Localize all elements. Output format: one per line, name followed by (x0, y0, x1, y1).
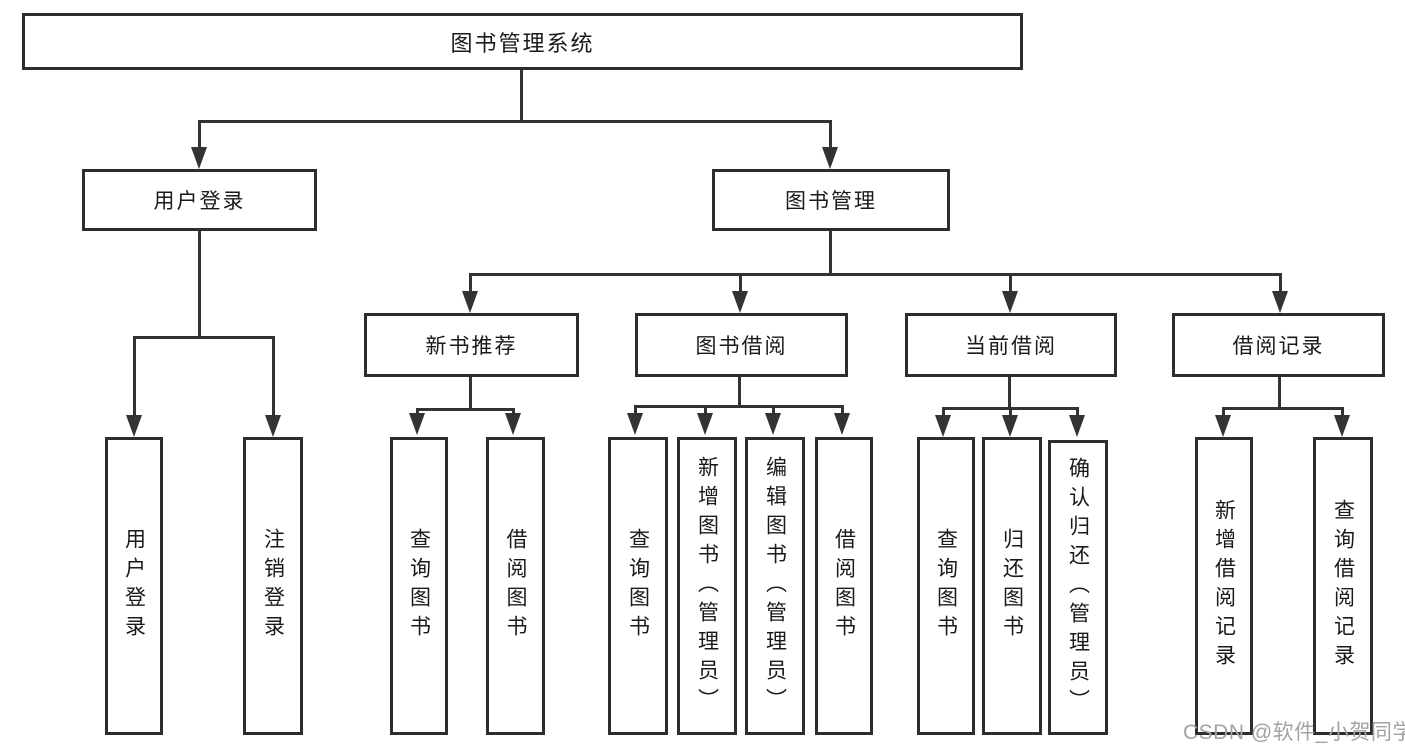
leaf-records-query-record: 查询借阅记录 (1313, 437, 1373, 735)
leaf-recommend-borrow-book: 借阅图书 (486, 437, 545, 735)
arrow-down-icon (409, 408, 425, 435)
node-user-login-branch: 用户登录 (82, 169, 317, 231)
node-root-system: 图书管理系统 (22, 13, 1023, 70)
arrow-down-icon (1069, 407, 1085, 437)
connector-line (829, 231, 832, 273)
connector-line (1222, 407, 1343, 410)
arrow-down-icon (1215, 407, 1231, 437)
leaf-user-logout: 注销登录 (243, 437, 303, 735)
connector-line (416, 408, 514, 411)
arrow-down-icon (1334, 407, 1350, 437)
arrow-down-icon (732, 273, 748, 313)
arrow-down-icon (765, 405, 781, 435)
connector-line (198, 231, 201, 336)
connector-line (634, 405, 843, 408)
node-borrow-records: 借阅记录 (1172, 313, 1385, 377)
arrow-down-icon (265, 336, 281, 437)
arrow-down-icon (462, 273, 478, 313)
leaf-borrow-edit-book-admin: 编辑图书（管理员） (745, 437, 805, 735)
connector-line (198, 120, 831, 123)
leaf-borrow-query-book: 查询图书 (608, 437, 668, 735)
arrow-down-icon (505, 408, 521, 435)
arrow-down-icon (935, 407, 951, 437)
arrow-down-icon (1002, 407, 1018, 437)
arrow-down-icon (126, 336, 142, 437)
leaf-records-add-record: 新增借阅记录 (1195, 437, 1253, 735)
arrow-down-icon (627, 405, 643, 435)
leaf-borrow-add-book-admin: 新增图书（管理员） (677, 437, 737, 735)
leaf-current-return-book: 归还图书 (982, 437, 1042, 735)
connector-line (520, 70, 523, 120)
connector-line (1008, 377, 1011, 407)
arrow-down-icon (1002, 273, 1018, 313)
arrow-down-icon (834, 405, 850, 435)
node-book-borrow: 图书借阅 (635, 313, 848, 377)
arrow-down-icon (1272, 273, 1288, 313)
arrow-down-icon (822, 120, 838, 169)
leaf-current-confirm-return-admin: 确认归还（管理员） (1048, 440, 1108, 735)
leaf-borrow-borrow-book: 借阅图书 (815, 437, 873, 735)
leaf-user-login: 用户登录 (105, 437, 163, 735)
connector-line (1278, 377, 1281, 407)
connector-line (469, 273, 1281, 276)
watermark-text: CSDN @软件_小贺同学 (1183, 721, 1405, 744)
node-current-borrow: 当前借阅 (905, 313, 1117, 377)
node-new-book-recommend: 新书推荐 (364, 313, 579, 377)
leaf-current-query-book: 查询图书 (917, 437, 975, 735)
node-book-management-branch: 图书管理 (712, 169, 950, 231)
arrow-down-icon (191, 120, 207, 169)
leaf-recommend-query-book: 查询图书 (390, 437, 448, 735)
connector-line (133, 336, 274, 339)
arrow-down-icon (697, 405, 713, 435)
connector-line (738, 377, 741, 405)
connector-line (469, 377, 472, 408)
